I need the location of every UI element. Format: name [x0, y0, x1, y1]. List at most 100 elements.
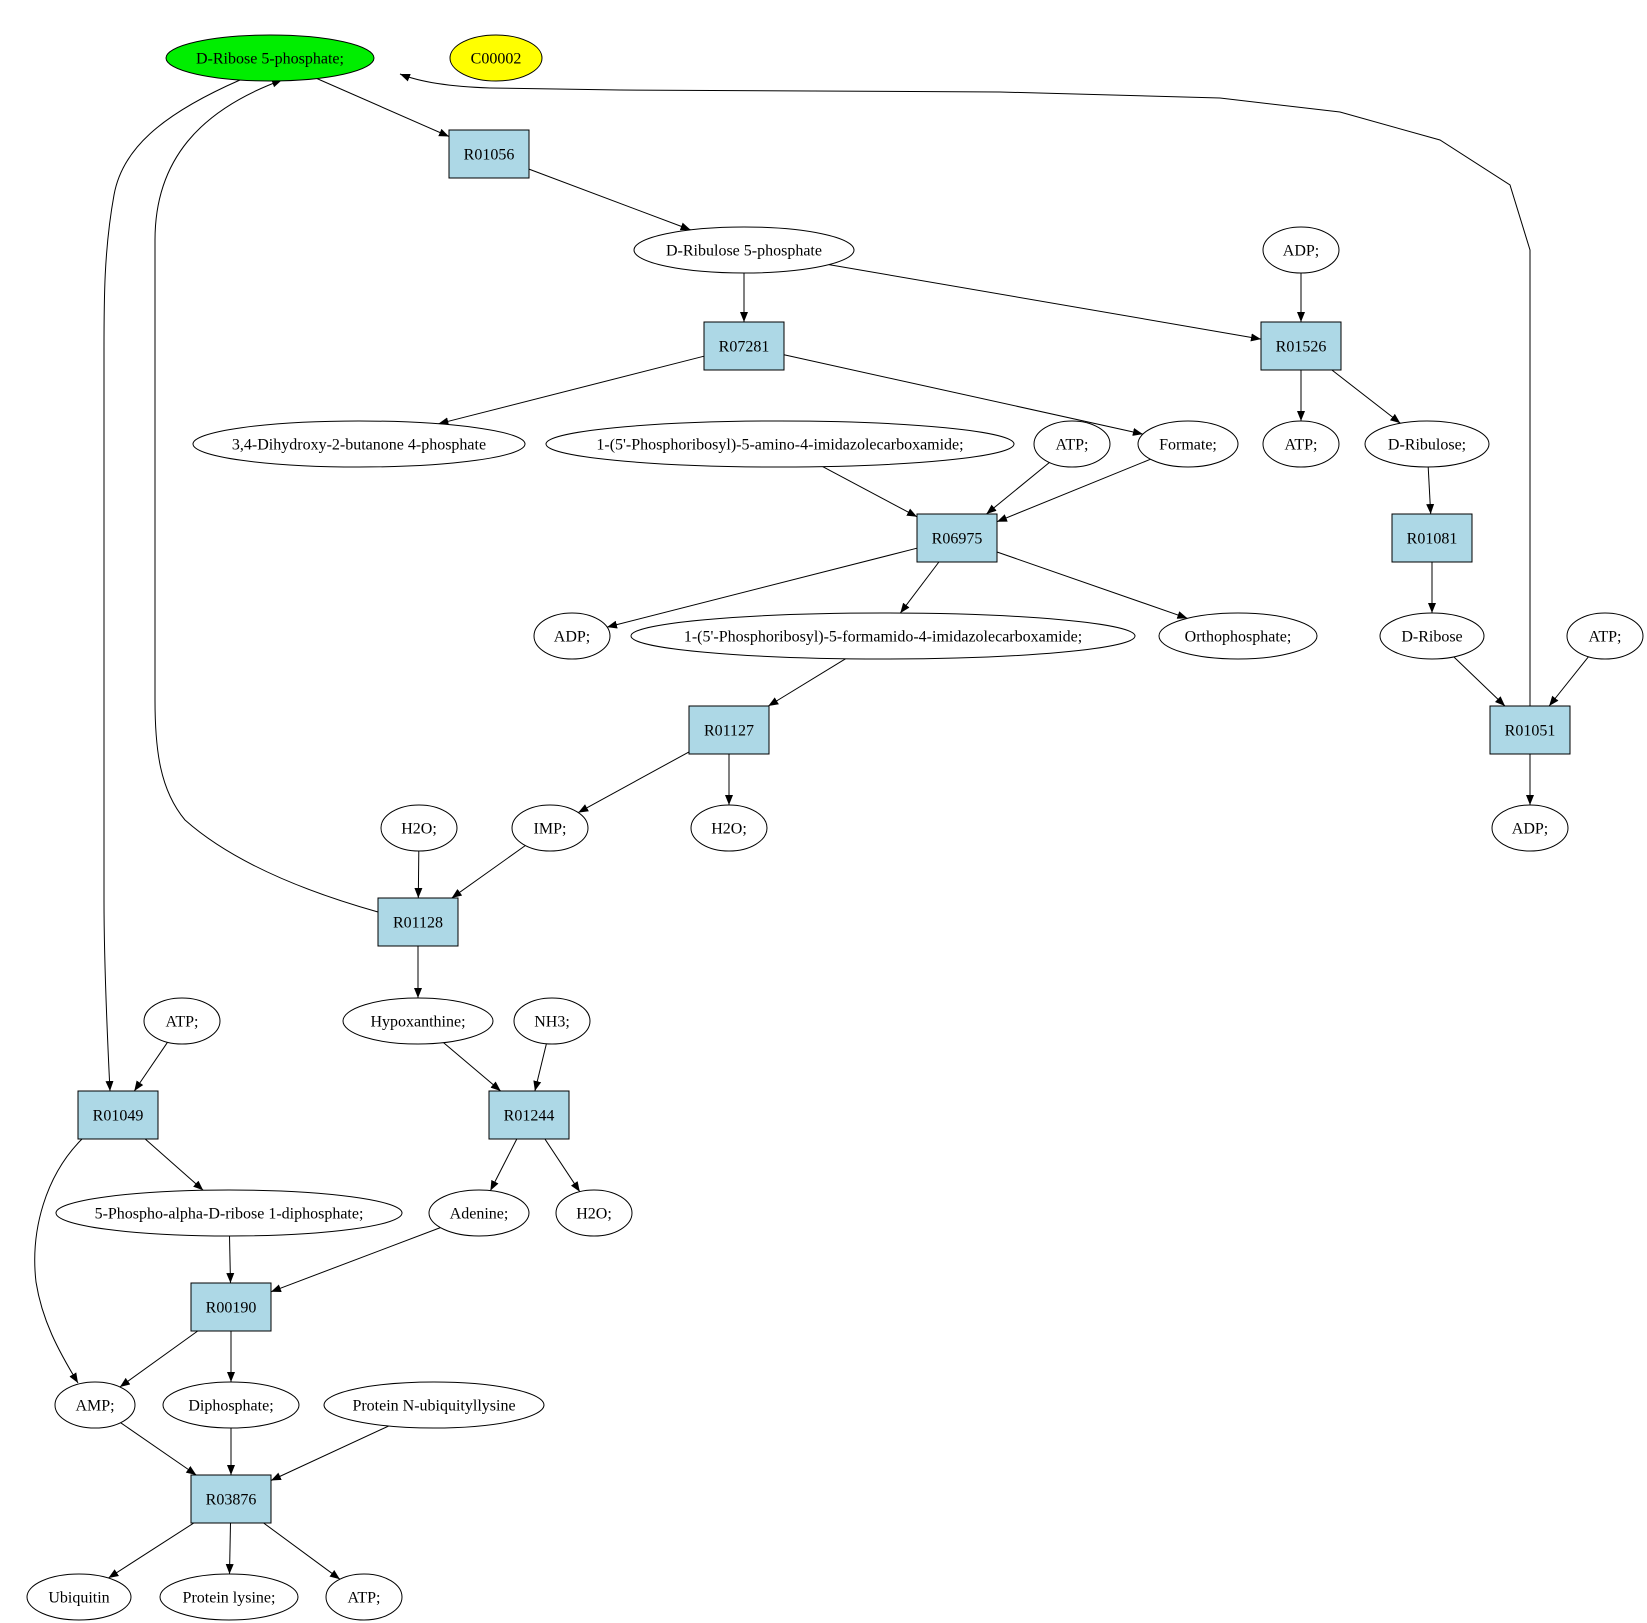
- compound-ellipse: [690, 804, 768, 852]
- compound-label: H2O;: [576, 1206, 612, 1223]
- compound-node-hypoxanthine[interactable]: Hypoxanthine;: [342, 997, 494, 1045]
- compound-label: ADP;: [554, 629, 590, 646]
- compound-ellipse: [165, 34, 375, 82]
- compound-ellipse: [143, 997, 221, 1045]
- compound-node-prpp[interactable]: 5-Phospho-alpha-D-ribose 1-diphosphate;: [55, 1189, 403, 1237]
- reaction-label: R03876: [206, 1492, 257, 1509]
- compound-label: D-Ribulose;: [1388, 437, 1466, 454]
- reaction-node-R01081[interactable]: R01081: [1391, 513, 1473, 563]
- compound-node-imp[interactable]: IMP;: [511, 804, 589, 852]
- compound-node-atp_r01049[interactable]: ATP;: [143, 997, 221, 1045]
- edge-R00190-to-amp: [119, 1330, 198, 1388]
- compound-node-r5p[interactable]: D-Ribose 5-phosphate;: [165, 34, 375, 82]
- compound-label: 1-(5'-Phosphoribosyl)-5-formamido-4-imid…: [684, 629, 1082, 646]
- edge-R01526-to-ribulose: [1331, 369, 1401, 424]
- compound-node-ru5p[interactable]: D-Ribulose 5-phosphate: [633, 226, 855, 274]
- compound-node-adp_top[interactable]: ADP;: [1262, 226, 1340, 274]
- edge-R01128-to-r5p: [154, 79, 379, 913]
- reaction-box: [1489, 705, 1571, 755]
- reaction-node-R06975[interactable]: R06975: [916, 513, 998, 563]
- compound-node-ubiquitin[interactable]: Ubiquitin: [26, 1573, 132, 1621]
- compound-ellipse: [26, 1573, 132, 1621]
- edge-R01051-to-r5p: [399, 73, 1531, 706]
- compound-node-ribulose[interactable]: D-Ribulose;: [1364, 420, 1490, 468]
- reaction-node-R01526[interactable]: R01526: [1260, 321, 1342, 371]
- reaction-label: R01128: [393, 915, 443, 932]
- reaction-label: R00190: [206, 1300, 257, 1317]
- compound-node-adenine[interactable]: Adenine;: [428, 1189, 530, 1237]
- compound-node-atp_r01526[interactable]: ATP;: [1262, 420, 1340, 468]
- reaction-node-R03876[interactable]: R03876: [190, 1474, 272, 1524]
- compound-ellipse: [513, 997, 591, 1045]
- compound-node-faicar[interactable]: 1-(5'-Phosphoribosyl)-5-formamido-4-imid…: [630, 612, 1136, 660]
- compound-ellipse: [54, 1381, 136, 1429]
- compound-label: H2O;: [711, 821, 747, 838]
- compound-node-aicar[interactable]: 1-(5'-Phosphoribosyl)-5-amino-4-imidazol…: [545, 420, 1015, 468]
- reaction-label: R06975: [932, 531, 983, 548]
- edge-R06975-to-orthophosphate: [996, 551, 1188, 619]
- compound-label: H2O;: [401, 821, 437, 838]
- reaction-label: R01081: [1407, 531, 1458, 548]
- compound-label: D-Ribose 5-phosphate;: [196, 51, 344, 68]
- reaction-node-R01127[interactable]: R01127: [688, 705, 770, 755]
- compound-node-c00002[interactable]: C00002: [449, 34, 543, 82]
- compound-ellipse: [1158, 612, 1318, 660]
- edge-ru5p-to-R01526: [828, 264, 1262, 342]
- compound-node-atp_r01051[interactable]: ATP;: [1566, 612, 1644, 660]
- edge-amp-to-R03876: [120, 1422, 197, 1476]
- compound-node-prot_lys[interactable]: Protein lysine;: [159, 1573, 299, 1621]
- compound-node-h2o_r01127[interactable]: H2O;: [690, 804, 768, 852]
- compound-label: 5-Phospho-alpha-D-ribose 1-diphosphate;: [95, 1206, 364, 1223]
- compound-node-ribose[interactable]: D-Ribose: [1379, 612, 1485, 660]
- compound-ellipse: [1033, 420, 1111, 468]
- reaction-node-R01049[interactable]: R01049: [77, 1090, 159, 1140]
- edge-faicar-to-R01127: [768, 658, 846, 707]
- reaction-box: [377, 897, 459, 947]
- compound-label: ATP;: [1285, 437, 1318, 454]
- reaction-label: R01056: [464, 147, 515, 164]
- reaction-node-R01128[interactable]: R01128: [377, 897, 459, 947]
- compound-node-formate[interactable]: Formate;: [1137, 420, 1239, 468]
- compound-ellipse: [1364, 420, 1490, 468]
- edge-h2o_r01128-to-R01128: [414, 850, 423, 899]
- compound-node-amp[interactable]: AMP;: [54, 1381, 136, 1429]
- compound-node-atp_mid[interactable]: ATP;: [1033, 420, 1111, 468]
- compound-ellipse: [449, 34, 543, 82]
- edge-prot_ub-to-R03876: [270, 1425, 389, 1481]
- compound-node-orthophosphate[interactable]: Orthophosphate;: [1158, 612, 1318, 660]
- edge-R03876-to-ubiquitin: [108, 1522, 195, 1579]
- compound-node-prot_ub[interactable]: Protein N-ubiquityllysine: [323, 1381, 545, 1429]
- edge-ribulose-to-R01081: [1426, 466, 1435, 515]
- compound-label: Formate;: [1159, 437, 1217, 454]
- compound-ellipse: [633, 226, 855, 274]
- compound-node-nh3[interactable]: NH3;: [513, 997, 591, 1045]
- compound-ellipse: [1262, 420, 1340, 468]
- reaction-box: [190, 1474, 272, 1524]
- edge-atp_r01049-to-R01049: [133, 1042, 168, 1092]
- reaction-node-R07281[interactable]: R07281: [703, 321, 785, 371]
- compound-label: Adenine;: [450, 1206, 509, 1223]
- reaction-node-R01244[interactable]: R01244: [488, 1090, 570, 1140]
- reaction-box: [448, 129, 530, 179]
- compound-node-adp_r06975[interactable]: ADP;: [533, 612, 611, 660]
- reaction-node-R00190[interactable]: R00190: [190, 1282, 272, 1332]
- compound-node-atp_r03876[interactable]: ATP;: [325, 1573, 403, 1621]
- reaction-node-R01056[interactable]: R01056: [448, 129, 530, 179]
- compound-ellipse: [342, 997, 494, 1045]
- compound-label: ATP;: [1056, 437, 1089, 454]
- compound-ellipse: [428, 1189, 530, 1237]
- edge-R07281-to-dhbp: [438, 355, 705, 426]
- compound-node-dhbp[interactable]: 3,4-Dihydroxy-2-butanone 4-phosphate: [192, 420, 526, 468]
- compound-label: D-Ribulose 5-phosphate: [666, 243, 822, 260]
- compound-node-adp_r01051[interactable]: ADP;: [1491, 804, 1569, 852]
- compound-ellipse: [545, 420, 1015, 468]
- edge-R06975-to-faicar: [899, 561, 940, 614]
- compound-node-diphosphate[interactable]: Diphosphate;: [162, 1381, 300, 1429]
- reaction-node-R01051[interactable]: R01051: [1489, 705, 1571, 755]
- edge-R03876-to-atp_r03876: [263, 1522, 341, 1580]
- edge-formate-to-R06975: [996, 458, 1151, 523]
- compound-ellipse: [323, 1381, 545, 1429]
- compound-node-h2o_r01128[interactable]: H2O;: [380, 804, 458, 852]
- compound-node-h2o_r01244[interactable]: H2O;: [555, 1189, 633, 1237]
